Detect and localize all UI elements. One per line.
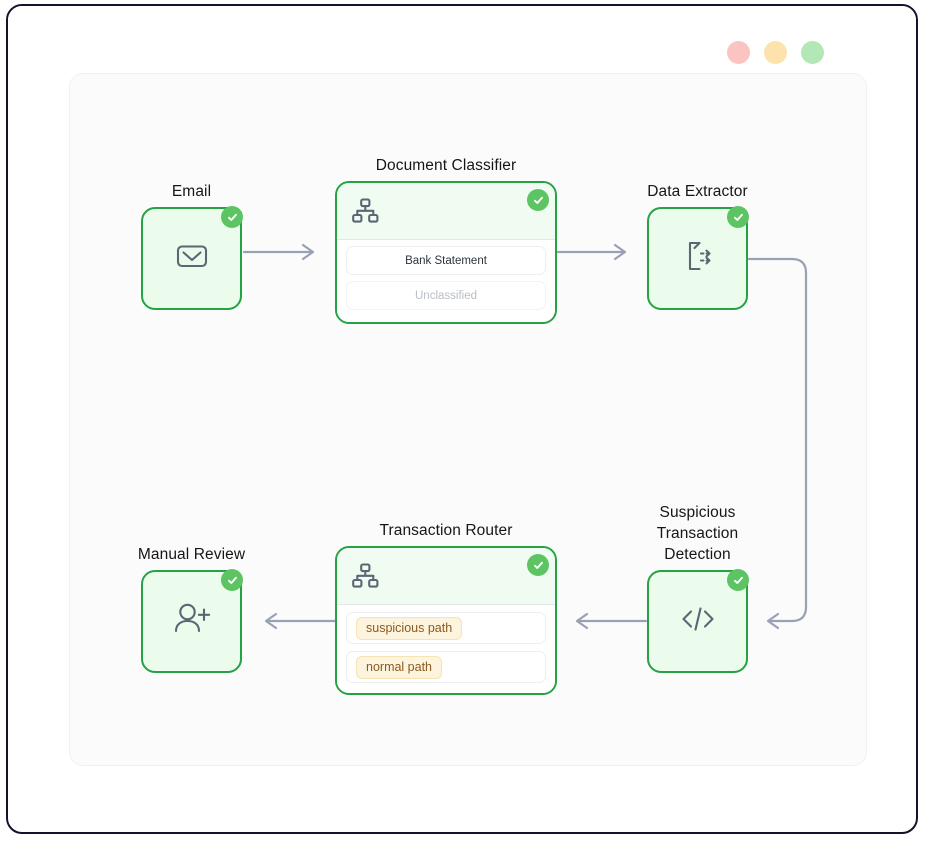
status-badge: [527, 554, 549, 576]
list-item[interactable]: suspicious path: [346, 612, 546, 644]
maximize-icon[interactable]: [801, 41, 824, 64]
node-suspicious-transaction-detection[interactable]: Suspicious Transaction Detection: [647, 504, 749, 673]
edge-document-classifier-to-data-extractor: [556, 243, 627, 261]
card-header: [337, 548, 555, 605]
app-window: Email Docum: [6, 4, 918, 834]
node-transaction-router[interactable]: Transaction Router: [335, 522, 557, 695]
document-extract-icon: [674, 232, 722, 285]
node-body-manual-review[interactable]: [141, 569, 243, 673]
status-badge: [527, 189, 549, 211]
close-icon[interactable]: [727, 41, 750, 64]
route-pill: normal path: [356, 655, 443, 679]
node-label-document-classifier: Document Classifier: [375, 157, 517, 174]
card-body: Bank Statement Unclassified: [337, 240, 555, 322]
status-badge: [727, 569, 749, 591]
edge-suspicious-transaction-detection-to-transaction-router: [575, 612, 648, 630]
list-item[interactable]: normal path: [346, 651, 546, 683]
node-document-classifier[interactable]: Document Classifier: [335, 157, 557, 324]
node-label-email: Email: [171, 183, 212, 200]
minimize-icon[interactable]: [764, 41, 787, 64]
list-item[interactable]: Bank Statement: [346, 246, 546, 275]
add-user-icon: [166, 593, 218, 650]
status-badge: [221, 206, 243, 228]
hierarchy-icon: [349, 195, 381, 227]
status-badge: [221, 569, 243, 591]
node-body-data-extractor[interactable]: [647, 206, 749, 310]
flow-canvas[interactable]: Email Docum: [69, 73, 867, 766]
node-label-suspicious-transaction-detection: Suspicious Transaction Detection: [656, 504, 739, 563]
edge-data-extractor-to-suspicious-transaction-detection: [747, 257, 808, 630]
flow-layer: Email Docum: [70, 74, 866, 765]
node-email[interactable]: Email: [141, 183, 243, 310]
hierarchy-icon: [349, 560, 381, 592]
traffic-lights: [727, 41, 824, 64]
card-header: [337, 183, 555, 240]
node-label-data-extractor: Data Extractor: [647, 183, 748, 200]
node-body-suspicious-transaction-detection[interactable]: [647, 569, 749, 673]
code-icon: [673, 594, 723, 649]
edge-email-to-document-classifier: [242, 243, 315, 261]
edge-transaction-router-to-manual-review: [264, 612, 337, 630]
node-manual-review[interactable]: Manual Review: [138, 546, 245, 673]
window-titlebar: [8, 6, 916, 70]
node-body-transaction-router[interactable]: suspicious path normal path: [335, 546, 557, 695]
card-body: suspicious path normal path: [337, 605, 555, 693]
node-body-email[interactable]: [141, 206, 243, 310]
node-body-document-classifier[interactable]: Bank Statement Unclassified: [335, 181, 557, 324]
edge-layer: [242, 243, 808, 630]
envelope-icon: [169, 233, 215, 284]
list-item[interactable]: Unclassified: [346, 281, 546, 310]
node-data-extractor[interactable]: Data Extractor: [647, 183, 749, 310]
node-label-transaction-router: Transaction Router: [379, 522, 513, 539]
route-pill: suspicious path: [356, 616, 463, 640]
status-badge: [727, 206, 749, 228]
node-label-manual-review: Manual Review: [137, 546, 246, 563]
